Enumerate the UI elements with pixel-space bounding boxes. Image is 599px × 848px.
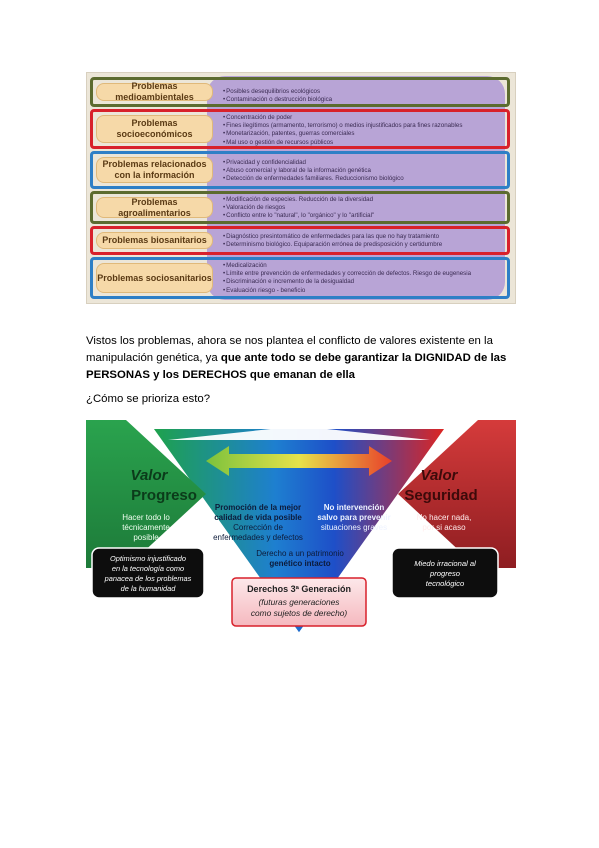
problem-item: Privacidad y confidencialidad <box>223 159 501 167</box>
problem-item: Monetarización, patentes, guerras comerc… <box>223 130 501 138</box>
problem-row-agroalimentarios: Problemas agroalimentarios Modificación … <box>90 191 510 224</box>
problem-row-medioambientales: Problemas medioambientales Posibles dese… <box>90 77 510 107</box>
left-box-2: en la tecnología como <box>112 564 184 573</box>
bottom-box-title: Derechos 3ª Generación <box>247 584 351 594</box>
right-box-1: Miedo irracional al <box>414 559 476 568</box>
center-left-4: enfermedades y defectos <box>213 533 303 542</box>
left-desc-3: posible <box>133 533 159 542</box>
problems-table: Problemas medioambientales Posibles dese… <box>86 72 516 304</box>
problem-row-biosanitarios: Problemas biosanitarios Diagnóstico pres… <box>90 226 510 255</box>
problem-item: Medicalización <box>223 262 501 270</box>
left-box-4: de la humanidad <box>121 584 177 593</box>
problem-item: Discriminación e incremento de la desigu… <box>223 278 501 286</box>
problem-item: Detección de enfermedades familiares. Re… <box>223 175 501 183</box>
left-warning-box <box>91 547 205 599</box>
problem-items: Concentración de poder Fines ilegítimos … <box>223 114 501 147</box>
center-bottom-1: Derecho a un patrimonio <box>256 549 344 558</box>
right-title-1: Valor <box>421 467 459 484</box>
problem-item: Evaluación riesgo - beneficio <box>223 287 501 295</box>
right-desc-1: No hacer nada, <box>417 513 472 522</box>
problem-label: Problemas socioeconómicos <box>96 115 213 143</box>
problem-items: Modificación de especies. Reducción de l… <box>223 196 501 221</box>
question-text: ¿Cómo se prioriza esto? <box>86 393 211 405</box>
problem-item: Concentración de poder <box>223 114 501 122</box>
bottom-rights-box <box>231 577 367 627</box>
center-right-3: situaciones graves <box>321 523 387 532</box>
problem-label: Problemas sociosanitarios <box>96 263 213 293</box>
center-left-1: Promoción de la mejor <box>215 503 301 512</box>
bottom-box-desc-2: como sujetos de derecho) <box>251 608 348 618</box>
values-diagram: Valor Progreso Hacer todo lo técnicament… <box>86 420 516 634</box>
paragraph-line-2-normal: manipulación genética, ya <box>86 352 221 364</box>
paragraph-line-2-bold: que ante todo se debe garantizar la DIGN… <box>220 352 507 364</box>
problem-row-sociosanitarios: Problemas sociosanitarios Medicalización… <box>90 257 510 299</box>
problem-items: Diagnóstico presintomático de enfermedad… <box>223 233 501 249</box>
problem-item: Mal uso o gestión de recursos públicos <box>223 139 501 147</box>
left-title-2: Progreso <box>131 487 197 504</box>
problem-item: Conflicto entre lo "natural", lo "orgáni… <box>223 212 501 220</box>
left-box-3: panacea de los problemas <box>104 574 192 583</box>
problem-item: Valoración de riesgos <box>223 204 501 212</box>
right-desc-2: por si acaso <box>422 523 466 532</box>
right-warning-box <box>391 547 499 599</box>
paragraph-line-3-bold: PERSONAS y los DERECHOS que emanan de el… <box>86 369 356 381</box>
problem-item: Límite entre prevención de enfermedades … <box>223 270 501 278</box>
paragraph-line-1: Vistos los problemas, ahora se nos plant… <box>86 335 493 347</box>
problem-item: Abuso comercial y laboral de la informac… <box>223 167 501 175</box>
paragraph-line-2: manipulación genética, ya que ante todo … <box>86 350 516 367</box>
problem-row-socioeconomicos: Problemas socioeconómicos Concentración … <box>90 109 510 149</box>
problem-label: Problemas agroalimentarios <box>96 197 213 218</box>
right-value-shape <box>398 420 516 568</box>
problem-row-informacion: Problemas relacionados con la informació… <box>90 151 510 189</box>
problem-item: Contaminación o destrucción biológica <box>223 96 501 104</box>
center-bottom-2: genético intacto <box>269 559 330 568</box>
right-box-2: progreso <box>429 569 460 578</box>
right-title-2: Seguridad <box>404 487 477 504</box>
center-right-1: No intervención <box>324 503 385 512</box>
problem-item: Determinismo biológico. Equiparación err… <box>223 241 501 249</box>
left-desc-2: técnicamente <box>122 523 170 532</box>
center-left-3: Corrección de <box>233 523 283 532</box>
problem-item: Diagnóstico presintomático de enfermedad… <box>223 233 501 241</box>
problem-label: Problemas medioambientales <box>96 81 213 102</box>
problem-items: Posibles desequilibrios ecológicos Conta… <box>223 88 501 104</box>
problem-label: Problemas relacionados con la informació… <box>96 157 213 183</box>
double-arrow <box>206 446 392 476</box>
problem-items: Privacidad y confidencialidad Abuso come… <box>223 159 501 184</box>
body-paragraph: Vistos los problemas, ahora se nos plant… <box>86 333 516 384</box>
problem-items: Medicalización Límite entre prevención d… <box>223 262 501 295</box>
problem-item: Modificación de especies. Reducción de l… <box>223 196 501 204</box>
center-right-2: salvo para prevenir <box>317 513 390 522</box>
left-desc-1: Hacer todo lo <box>122 513 170 522</box>
center-left-2: calidad de vida posible <box>214 513 302 522</box>
problem-item: Fines ilegítimos (armamento, terrorismo)… <box>223 122 501 130</box>
problem-label: Problemas biosanitarios <box>96 232 213 249</box>
problem-item: Posibles desequilibrios ecológicos <box>223 88 501 96</box>
left-title-1: Valor <box>131 467 169 484</box>
paragraph-line-3: PERSONAS y los DERECHOS que emanan de el… <box>86 367 516 384</box>
left-value-shape <box>86 420 206 568</box>
right-box-3: tecnológico <box>426 579 464 588</box>
bottom-box-desc-1: (futuras generaciones <box>258 597 340 607</box>
triangle-highlight <box>168 426 430 440</box>
left-box-1: Optimismo injustificado <box>110 554 186 563</box>
